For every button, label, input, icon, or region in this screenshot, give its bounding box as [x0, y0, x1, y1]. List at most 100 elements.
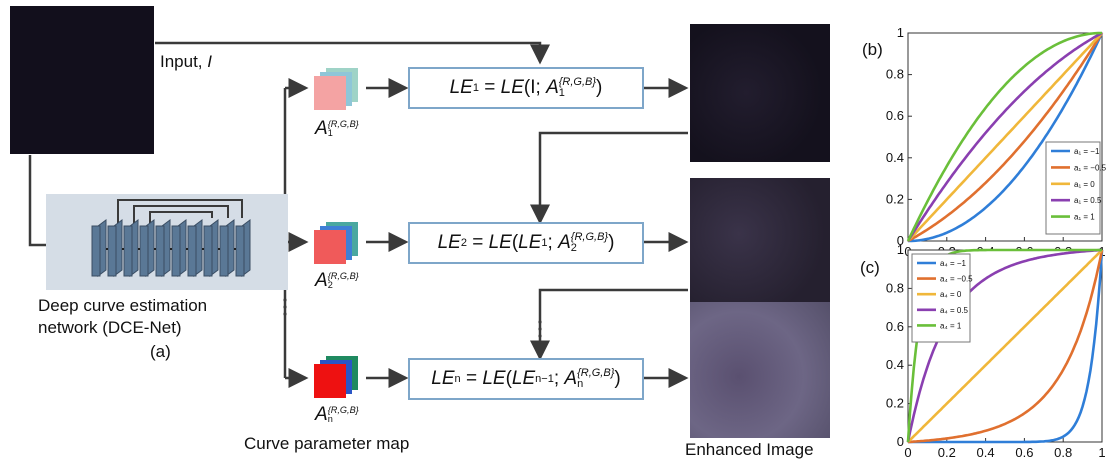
curve-param-map-n [314, 356, 358, 398]
eq2-arg-sub: 1 [541, 237, 548, 249]
legend-label-4: a₁ = 1 [1074, 213, 1095, 222]
input-label: Input, I [160, 52, 212, 72]
map-2-symbol-sup: {R,G,B} [327, 270, 359, 281]
panel-b-label: (b) [862, 40, 883, 59]
curve-param-map-2 [314, 222, 358, 264]
eqn-open: ( [505, 368, 512, 389]
eqn-a-sup: {R,G,B} [577, 367, 615, 379]
map-n-symbol-a: A [315, 404, 328, 425]
eq1-open: ( [523, 77, 531, 98]
input-symbol: I [207, 52, 212, 71]
y-tick-label: 0.8 [886, 280, 904, 295]
x-tick-label: 0.6 [1015, 445, 1033, 460]
dce-net-label-line2: network (DCE-Net) [38, 318, 182, 337]
eq1-a-sup: {R,G,B} [558, 76, 597, 88]
enhanced-image-label: Enhanced Image [685, 440, 814, 459]
conv-layer-group [91, 219, 251, 277]
y-tick-label: 0.2 [886, 191, 904, 206]
legend-label-1: a₄ = −0.5 [940, 275, 973, 284]
eq1-equals: = [478, 77, 501, 98]
y-tick-label: 1 [897, 244, 904, 257]
map-1-symbol: A {R,G,B} 1 [315, 118, 359, 140]
eq2-a: A [558, 232, 571, 253]
map-2-symbol: A {R,G,B} 2 [315, 270, 359, 292]
y-tick-label: 0.4 [886, 150, 904, 165]
eq1-sep: ; [535, 77, 547, 98]
legend-label-0: a₁ = −1 [1074, 147, 1100, 156]
input-image [10, 6, 154, 154]
eq2-close: ) [608, 232, 615, 253]
eq1-arg: I [530, 77, 536, 98]
enhanced-image-2 [690, 178, 830, 302]
y-tick-label: 0.8 [886, 67, 904, 82]
eq2-open: ( [511, 232, 519, 253]
curve-param-map-label: Curve parameter map [244, 434, 410, 453]
map-n-symbol: A {R,G,B} n [315, 404, 359, 426]
legend-box [1045, 141, 1101, 235]
legend-label-1: a₁ = −0.5 [1074, 163, 1106, 172]
map-1-symbol-sup: {R,G,B} [327, 118, 359, 129]
x-tick-label: 0 [904, 445, 911, 460]
eq2-sep: ; [547, 232, 559, 253]
eq2-fn: LE [488, 232, 512, 253]
map-1-symbol-sub: 1 [327, 127, 333, 138]
dce-net-label-line1: Deep curve estimation [38, 296, 208, 315]
diagram-arrows [28, 41, 689, 388]
y-tick-label: 0.6 [886, 319, 904, 334]
x-tick-label: 0.4 [977, 445, 995, 460]
eqn-close: ) [614, 368, 621, 389]
legend-box [911, 253, 971, 343]
enhanced-image-1 [690, 24, 830, 162]
map-n-symbol-sub: n [327, 413, 333, 424]
x-tick-label: 1 [1098, 445, 1105, 460]
eq1-a: A [546, 77, 559, 98]
enhanced-image-3 [690, 302, 830, 438]
legend-label-2: a₄ = 0 [940, 290, 962, 299]
eq1-lhs: LE [449, 77, 473, 98]
eqn-arg: LE [511, 368, 536, 389]
curve-param-map-1 [314, 68, 358, 110]
y-tick-label: 0 [897, 434, 904, 449]
eqn-a: A [564, 368, 578, 389]
series-line-0 [908, 32, 1104, 243]
y-tick-label: 0.4 [886, 357, 904, 372]
eq2-arg: LE [518, 232, 542, 253]
eq2-lhs: LE [437, 232, 461, 253]
map-2-symbol-sub: 2 [327, 279, 333, 290]
eqn-a-sub: n [577, 378, 584, 390]
eq1-lhs-sub: 1 [472, 82, 479, 94]
series-line-3 [906, 31, 1103, 242]
legend-label-0: a₄ = −1 [940, 259, 967, 268]
eq1-close: ) [596, 77, 603, 98]
y-tick-label: 1 [897, 25, 904, 40]
series-line-4 [906, 31, 1102, 242]
legend-label-2: a₁ = 0 [1074, 180, 1095, 189]
eq2-a-sup: {R,G,B} [570, 231, 609, 243]
series-line-2 [907, 32, 1103, 242]
series-line-1 [907, 32, 1104, 243]
eq1-fn: LE [500, 77, 524, 98]
input-label-text: Input, [160, 52, 208, 71]
eq2-a-sub: 2 [570, 242, 577, 254]
eqn-equals: = [460, 368, 483, 389]
y-tick-label: 0.6 [886, 108, 904, 123]
eq1-a-sub: 1 [558, 87, 565, 99]
panel-c-label: (c) [860, 258, 880, 277]
eqn-lhs: LE [431, 368, 455, 389]
eq2-equals: = [466, 232, 489, 253]
panel-a-label: (a) [150, 342, 171, 361]
y-tick-label: 0.2 [886, 396, 904, 411]
eq2-lhs-sub: 2 [460, 237, 467, 249]
dce-net-layers [91, 199, 251, 277]
map-2-symbol-a: A [315, 270, 328, 291]
map-1-symbol-a: A [315, 118, 328, 139]
series-line-2 [907, 249, 1103, 443]
legend-label-3: a₄ = 0.5 [940, 306, 969, 315]
x-tick-label: 0.2 [938, 445, 956, 460]
series-line-0 [908, 249, 1104, 444]
